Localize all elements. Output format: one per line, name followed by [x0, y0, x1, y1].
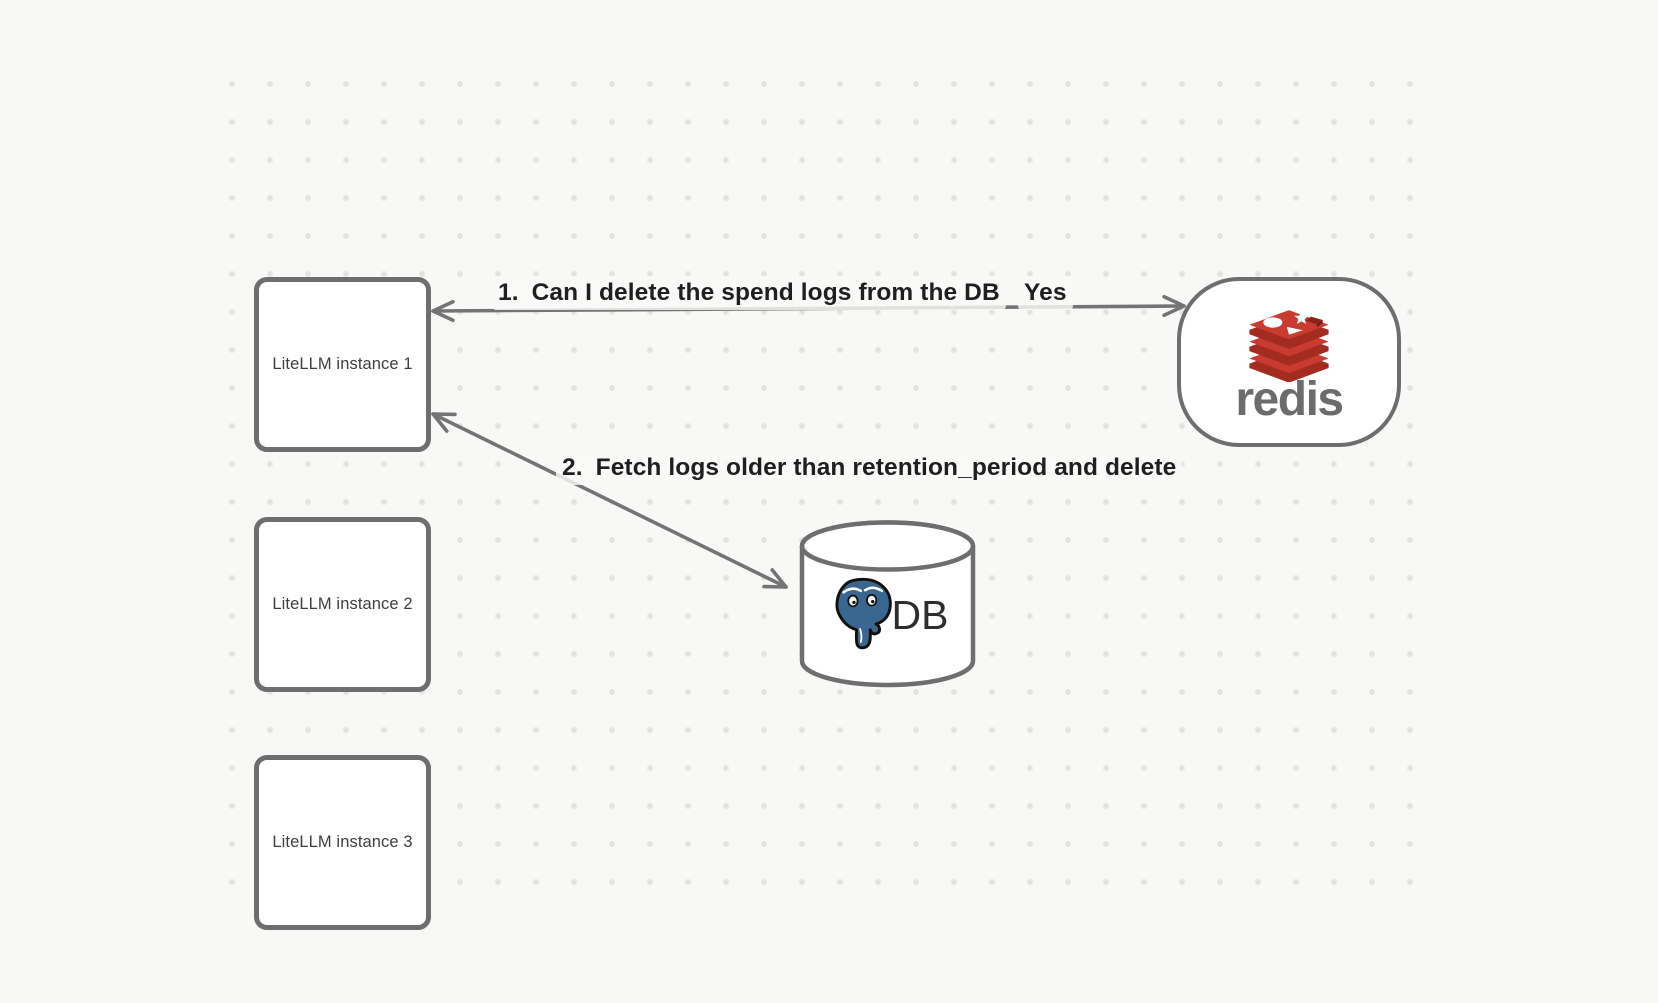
node-database[interactable]: DB [799, 518, 976, 688]
edge-2-text: Fetch logs older than retention_period a… [595, 454, 1177, 481]
redis-wordmark: redis [1235, 373, 1344, 426]
edge-1-number: 1. [498, 279, 519, 306]
arrowhead-downright-icon [762, 568, 788, 589]
node-litellm-instance-1[interactable]: LiteLLM instance 1 [254, 277, 431, 452]
node-label: LiteLLM instance 2 [272, 595, 413, 613]
node-litellm-instance-2[interactable]: LiteLLM instance 2 [254, 517, 431, 692]
node-redis[interactable]: redis [1177, 277, 1401, 447]
redis-stack-icon [1249, 310, 1329, 382]
arrowhead-left-icon [431, 299, 455, 323]
edge-1-response-text: Yes [1024, 279, 1067, 306]
postgresql-elephant-icon [835, 577, 892, 650]
edge-1-label[interactable]: 1. Can I delete the spend logs from the … [492, 276, 1006, 310]
arrowhead-upleft-icon [431, 412, 457, 433]
node-litellm-instance-3[interactable]: LiteLLM instance 3 [254, 755, 431, 930]
node-label: LiteLLM instance 3 [272, 833, 413, 851]
edge-1-response-label[interactable]: Yes [1018, 276, 1073, 310]
node-label: LiteLLM instance 1 [272, 355, 413, 373]
edge-2-number: 2. [562, 454, 583, 481]
arrowhead-right-icon [1162, 294, 1186, 318]
edge-2-arrow[interactable] [431, 412, 788, 589]
edge-1-text: Can I delete the spend logs from the DB [531, 279, 1000, 306]
database-label: DB [891, 591, 949, 638]
edge-2-label[interactable]: 2. Fetch logs older than retention_perio… [556, 451, 1183, 485]
